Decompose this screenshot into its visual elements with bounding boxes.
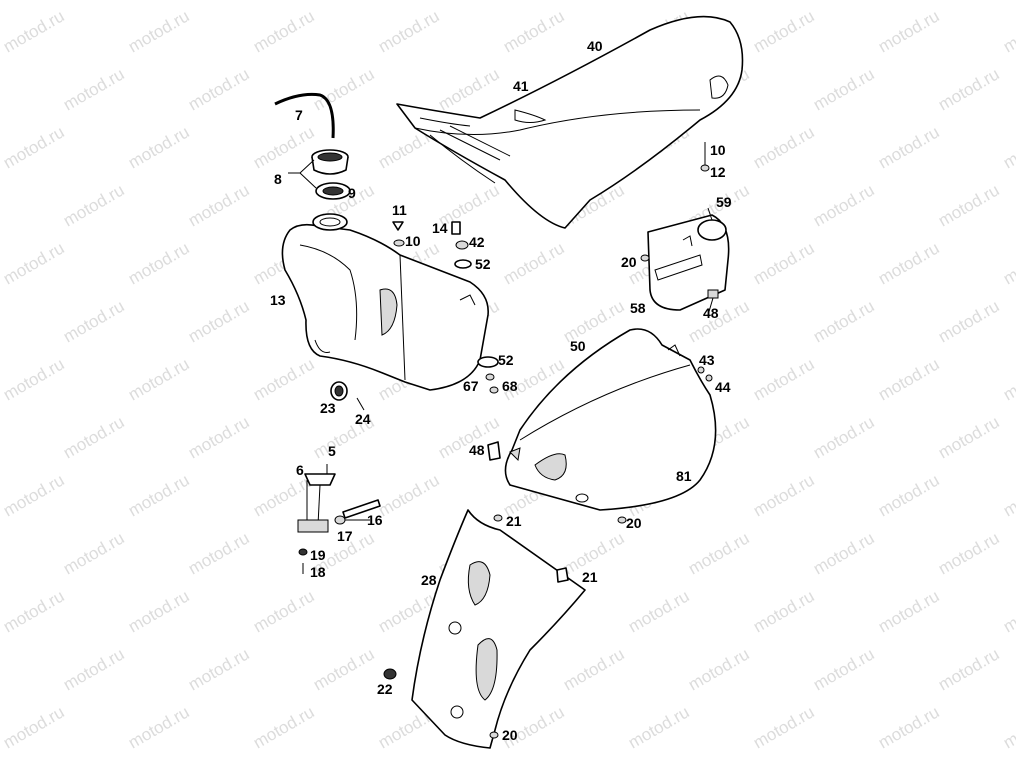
callout-7: 7 (295, 107, 303, 123)
callout-19: 19 (310, 547, 326, 563)
callout-17: 17 (337, 528, 353, 544)
callout-43: 43 (699, 352, 715, 368)
callout-41: 41 (513, 78, 529, 94)
callout-6: 6 (296, 462, 304, 478)
callout-20-bag: 20 (621, 254, 637, 270)
callout-9: 9 (348, 185, 356, 201)
callout-24: 24 (355, 411, 371, 427)
callout-10-seat: 10 (710, 142, 726, 158)
callout-58: 58 (630, 300, 646, 316)
callout-20-spoiler: 20 (502, 727, 518, 743)
side-cover (487, 328, 717, 524)
callout-10-tank: 10 (405, 233, 421, 249)
callout-44: 44 (715, 379, 731, 395)
callout-8: 8 (274, 171, 282, 187)
callout-21-top: 21 (506, 513, 522, 529)
fuel-tank (281, 213, 489, 391)
callout-48-cover: 48 (469, 442, 485, 458)
leader-lines (288, 159, 714, 521)
callout-48-bag: 48 (703, 305, 719, 321)
callout-16: 16 (367, 512, 383, 528)
callout-52-top: 52 (475, 256, 491, 272)
callout-68: 68 (502, 378, 518, 394)
callout-40: 40 (587, 38, 603, 54)
breather-hose (274, 92, 335, 139)
callout-28: 28 (421, 572, 437, 588)
callout-50: 50 (570, 338, 586, 354)
tank-fasteners (392, 221, 499, 394)
callout-11: 11 (392, 202, 407, 218)
callout-13: 13 (270, 292, 286, 308)
fuel-tap (297, 473, 381, 574)
callout-12: 12 (710, 164, 726, 180)
callout-21-bottom: 21 (582, 569, 598, 585)
callout-20-cover: 20 (626, 515, 642, 531)
callout-5: 5 (328, 443, 336, 459)
tool-bag (640, 214, 730, 311)
callout-18: 18 (310, 564, 326, 580)
callout-67: 67 (463, 378, 479, 394)
callout-23: 23 (320, 400, 336, 416)
callout-52-bottom: 52 (498, 352, 514, 368)
callout-22: 22 (377, 681, 393, 697)
callout-42: 42 (469, 234, 485, 250)
tank-spoiler (383, 509, 586, 749)
tank-plug (330, 381, 365, 411)
seat (396, 15, 744, 229)
seat-bolt (700, 142, 710, 172)
callout-59: 59 (716, 194, 732, 210)
cap-seal (315, 182, 351, 200)
callout-14: 14 (432, 220, 448, 236)
callout-81: 81 (676, 468, 692, 484)
fuel-cap (311, 149, 349, 175)
